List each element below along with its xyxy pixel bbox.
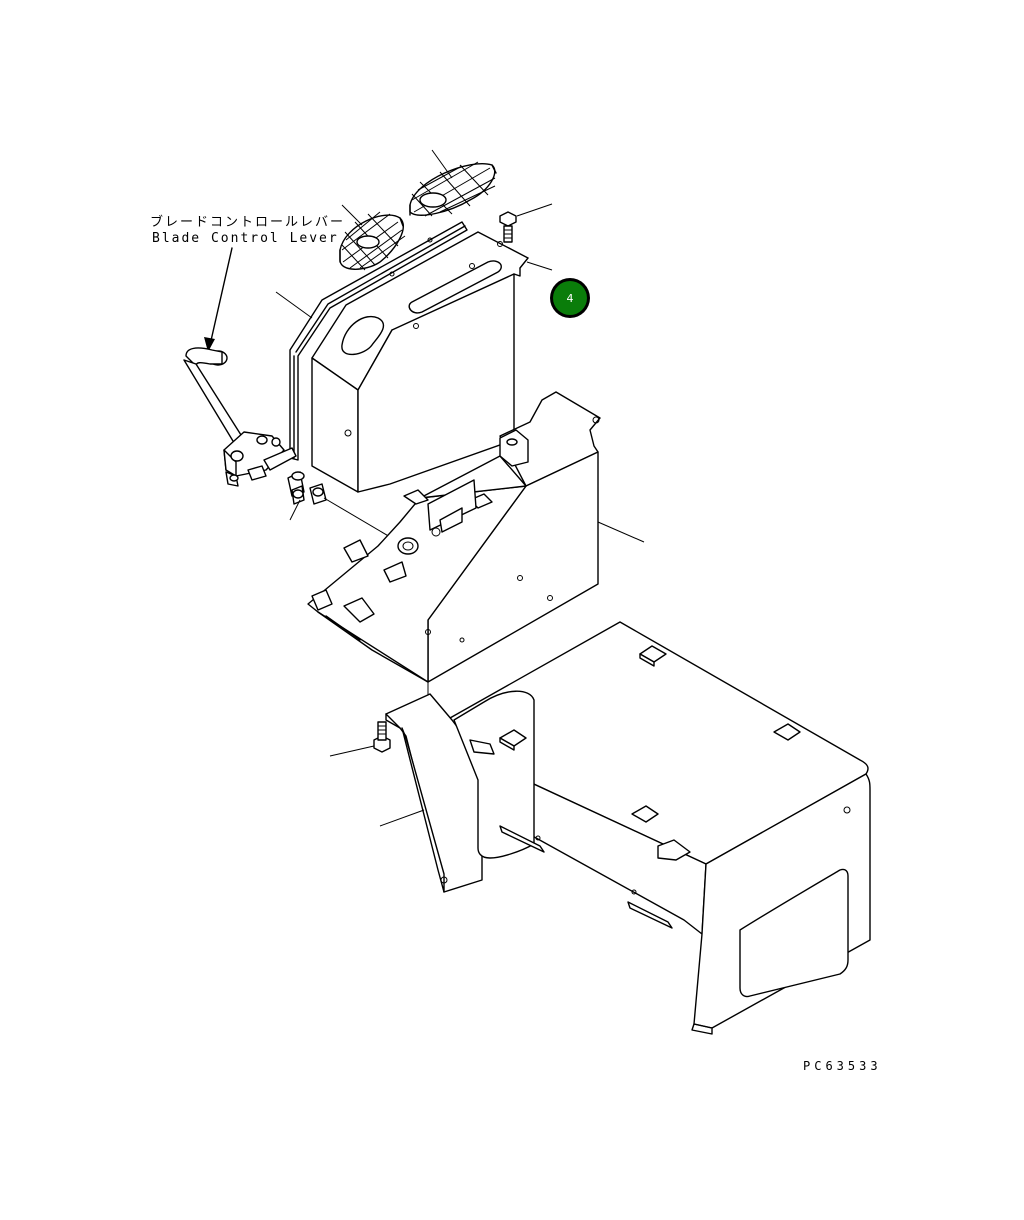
foot-pad-right — [409, 161, 497, 217]
trim-strip-leader — [275, 291, 313, 319]
figure-code: PC63533 — [803, 1059, 882, 1073]
callout-badge[interactable]: 4 — [550, 278, 590, 318]
callout-badge-fill — [553, 281, 587, 315]
bottom-housing — [385, 621, 871, 1035]
bottom-bracket-leader — [379, 809, 425, 827]
blade-lever-label-en: Blade Control Lever — [152, 231, 339, 246]
blade-control-lever — [183, 347, 297, 487]
bushings — [287, 471, 327, 505]
middle-console-leader — [597, 521, 645, 543]
blade-lever-label-jp: ブレードコントロールレバー — [150, 214, 345, 230]
bolt-bottom-leader — [329, 745, 375, 757]
bolt-top — [499, 211, 517, 243]
bushings-leader — [289, 499, 301, 521]
callout-number: 4 — [567, 292, 574, 305]
middle-console — [307, 391, 601, 683]
upper-cover-leader — [526, 261, 553, 271]
upper-floor-cover — [311, 231, 529, 493]
bolt-top-leader — [516, 203, 553, 217]
foot-pad-left — [339, 211, 406, 271]
bolt-bottom — [373, 721, 391, 753]
foot-pad-right-leader — [431, 149, 453, 179]
lever-leader-arrow — [204, 247, 233, 352]
foot-pad-left-leader — [341, 204, 363, 226]
trim-strip — [289, 221, 468, 461]
